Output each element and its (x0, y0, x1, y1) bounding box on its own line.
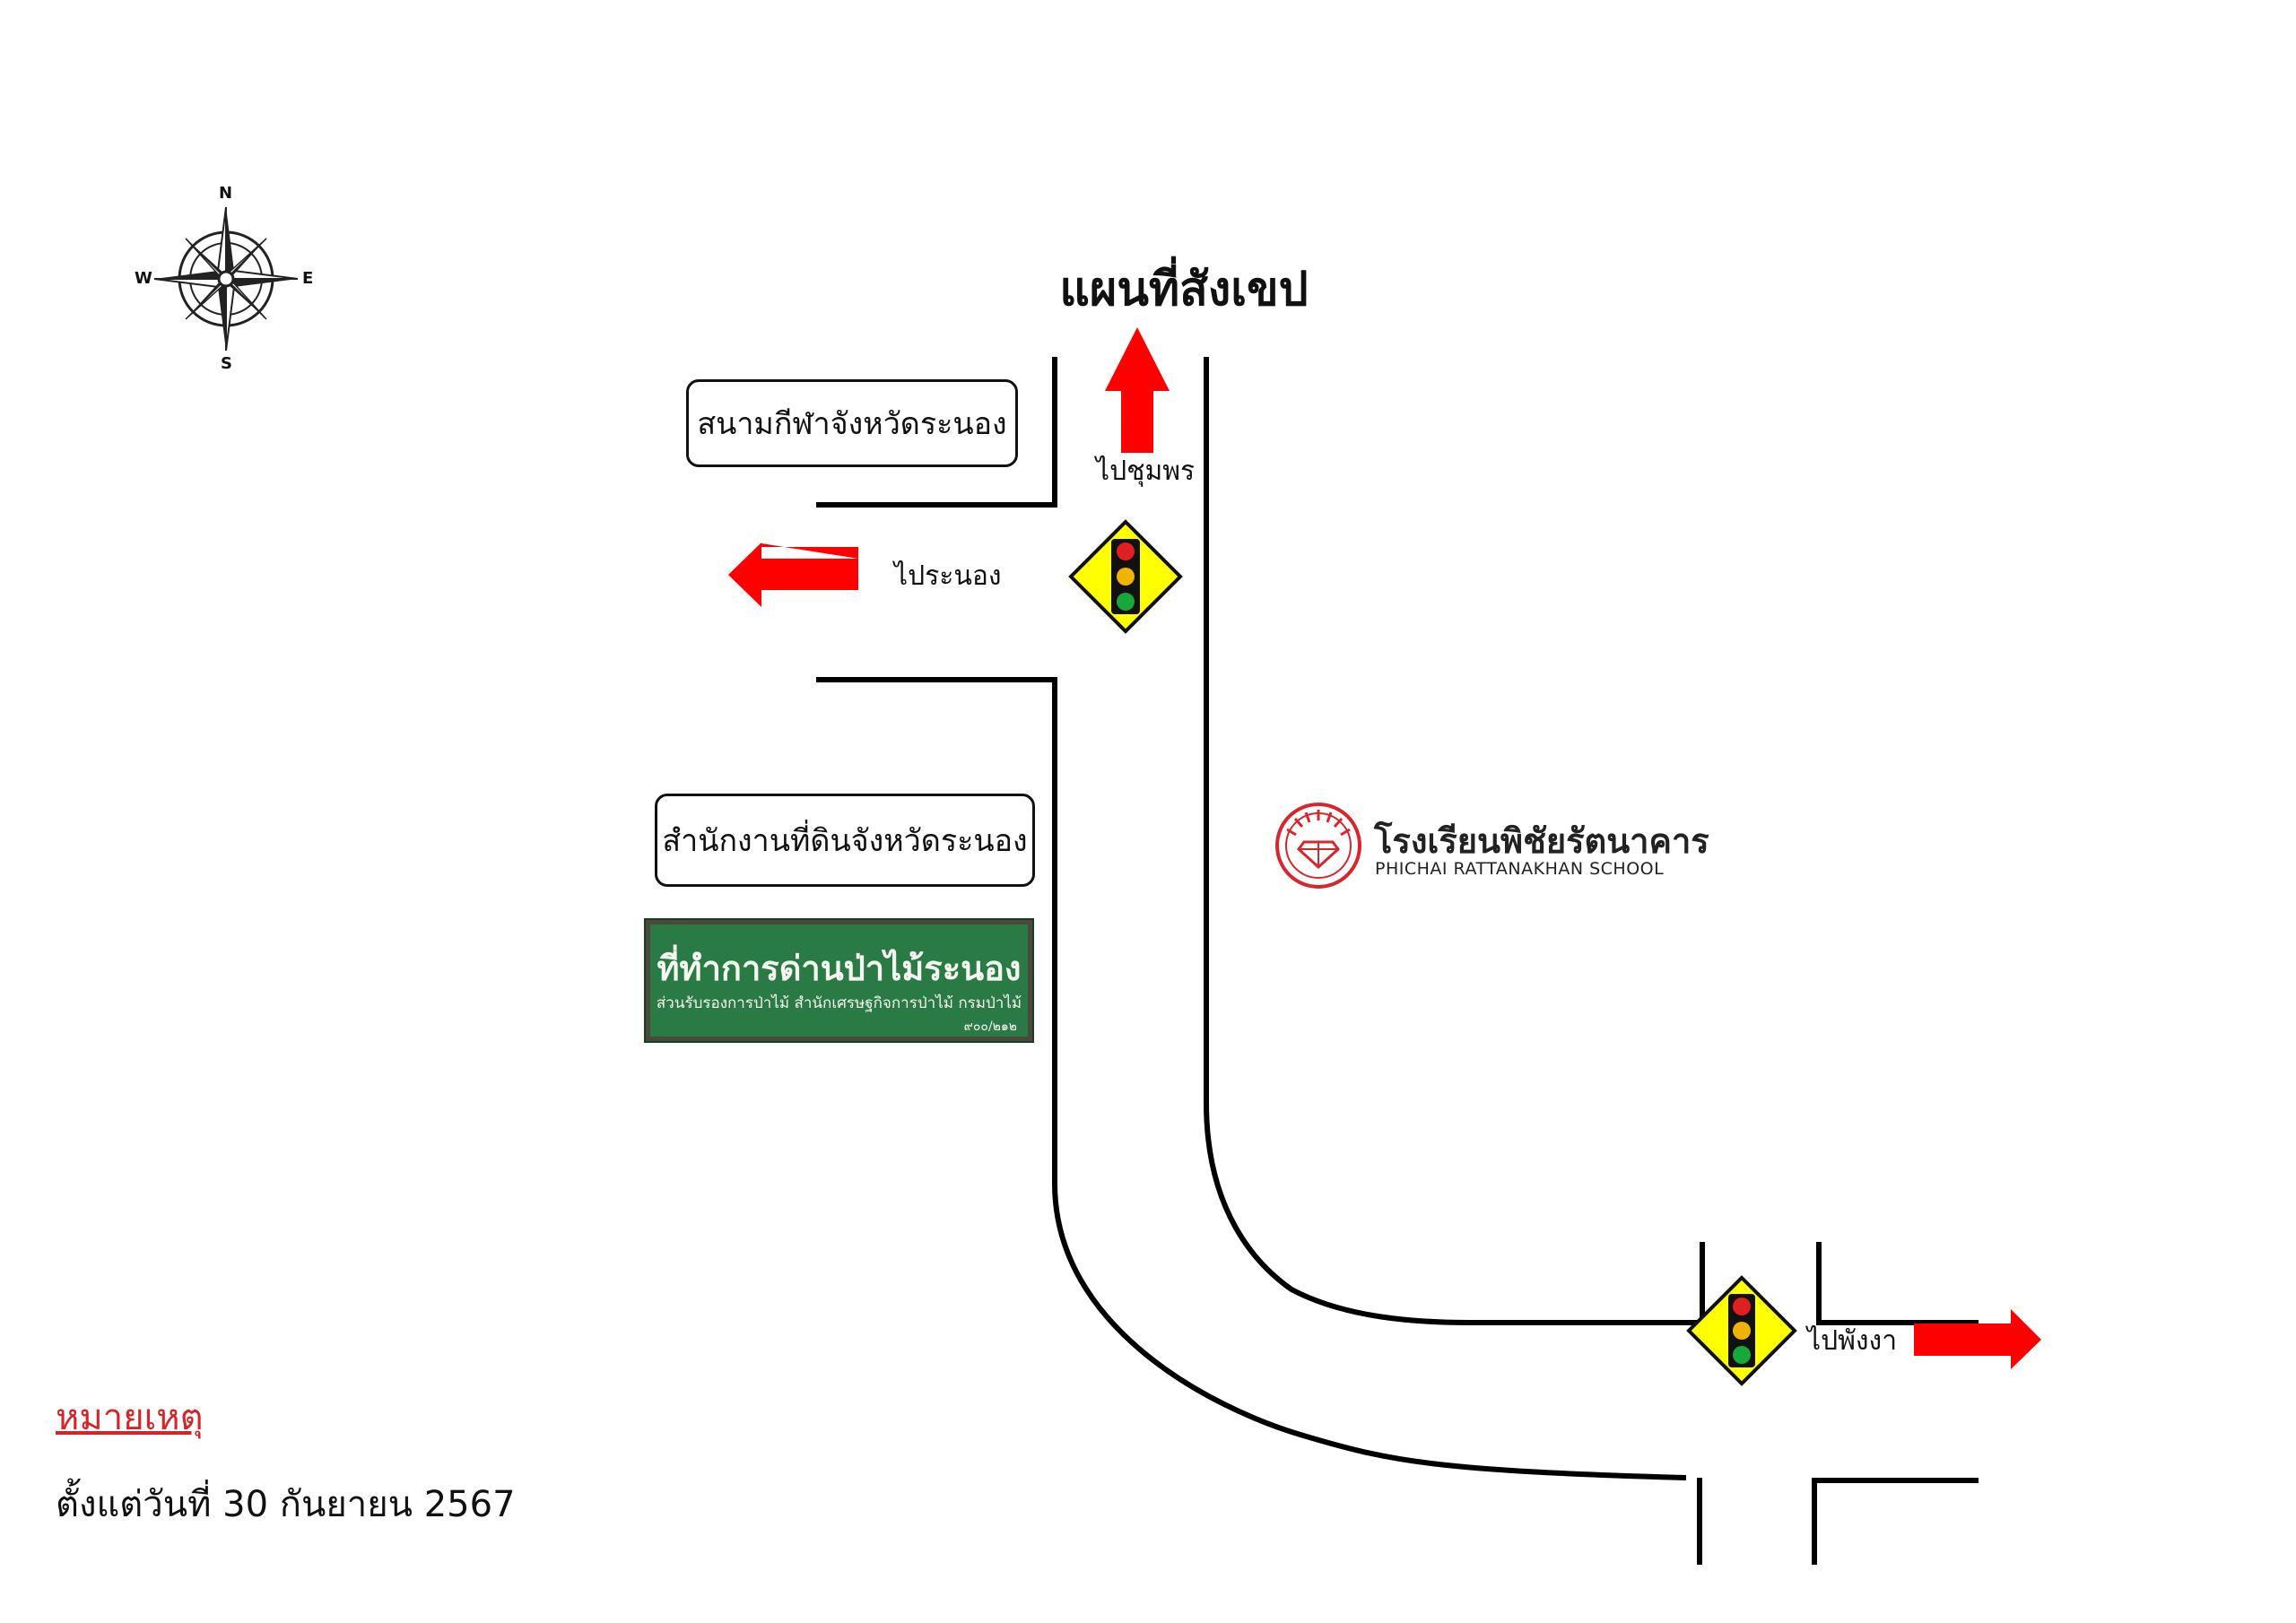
east-arrow-icon (1914, 1309, 2041, 1369)
stadium-label: สนามกีฬาจังหวัดระนอง (686, 379, 1018, 467)
land-office-label: สำนักงานที่ดินจังหวัดระนอง (655, 794, 1035, 887)
compass-rose-icon (153, 206, 299, 352)
road-edge-curve-inner (1204, 357, 1700, 1325)
direction-west-label: ไประนอง (894, 560, 1002, 592)
north-arrow-icon (1105, 327, 1170, 453)
note-heading: หมายเหตุ (56, 1397, 204, 1438)
forest-sign-code: ๙๐๐/๒๑๒ (963, 1020, 1017, 1034)
school-name-th: โรงเรียนพิชัยรัตนาคาร (1374, 821, 1709, 861)
traffic-light-sign-east-icon (1686, 1275, 1797, 1386)
road-edge-west-upper (816, 357, 1057, 508)
forest-office-sign: ที่ทำการด่านป่าไม้ระนอง ส่วนรับรองการป่า… (644, 918, 1034, 1043)
road-edge-curve-outer (1052, 1183, 1687, 1480)
direction-arrows (728, 327, 2041, 1369)
direction-east-label: ไปพังงา (1807, 1325, 1898, 1357)
road-network (816, 357, 1979, 1565)
forest-sign-title: ที่ทำการด่านป่าไม้ระนอง (657, 948, 1022, 988)
road-edge-east (1816, 1242, 1979, 1325)
school-logo-icon (1275, 803, 1361, 889)
west-arrow-icon (728, 542, 858, 607)
road-edge-west-lower (816, 677, 1057, 1184)
direction-north-label: ไปชุมพร (1096, 456, 1196, 487)
road-edge-south-east (1812, 1478, 1979, 1565)
forest-sign-subtitle: ส่วนรับรองการป่าไม้ สำนักเศรษฐกิจการป่าไ… (656, 994, 1022, 1012)
map-title: แผนที่สังเขป (1059, 263, 1309, 317)
compass-west-label: W (135, 269, 152, 288)
traffic-light-sign-icon (1068, 519, 1183, 634)
compass-east-label: E (302, 269, 314, 288)
compass-south-label: S (221, 354, 232, 373)
compass-north-label: N (219, 184, 233, 203)
school-name-en: PHICHAI RATTANAKHAN SCHOOL (1375, 859, 1665, 879)
note-text: ตั้งแต่วันที่ 30 กันยายน 2567 (56, 1484, 516, 1525)
